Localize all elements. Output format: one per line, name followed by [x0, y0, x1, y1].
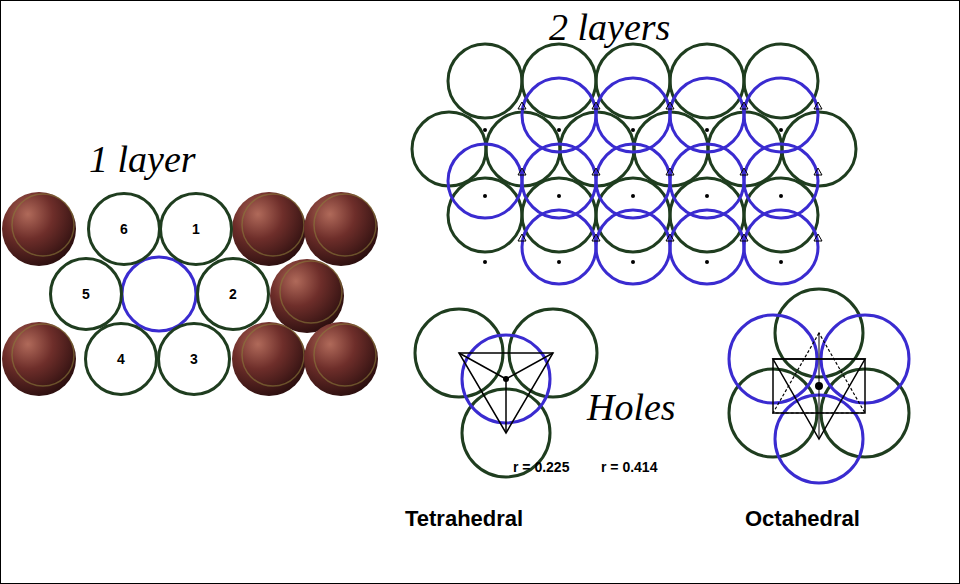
hole-type: Octahedral — [745, 506, 860, 532]
sphere-circle: 4 — [84, 322, 158, 396]
centre-sphere — [122, 257, 196, 331]
hole-type: Tetrahedral — [405, 506, 523, 532]
sphere-circle: 6 — [87, 192, 161, 266]
radius-ratio: r = 0.414 — [601, 459, 657, 475]
sphere-circle: 1 — [159, 192, 233, 266]
sphere — [2, 192, 76, 266]
sphere-circle: 2 — [196, 257, 270, 331]
sphere-circle: 5 — [49, 257, 123, 331]
holes-title: Holes — [587, 385, 676, 429]
sphere — [2, 322, 76, 396]
callout-number: 2 — [196, 257, 270, 331]
radius-ratio: r = 0.225 — [513, 459, 569, 475]
layer-title: 2 layers — [549, 5, 670, 49]
callout-number: 6 — [87, 192, 161, 266]
sphere — [232, 322, 306, 396]
callout-number: 5 — [49, 257, 123, 331]
sphere — [270, 259, 344, 333]
layer-title: 1 layer — [89, 137, 196, 181]
sphere — [232, 192, 306, 266]
callout-number: 1 — [159, 192, 233, 266]
sphere — [304, 322, 378, 396]
sphere — [304, 192, 378, 266]
callout-number: 3 — [157, 322, 231, 396]
sphere-circle: 3 — [157, 322, 231, 396]
callout-number: 4 — [84, 322, 158, 396]
